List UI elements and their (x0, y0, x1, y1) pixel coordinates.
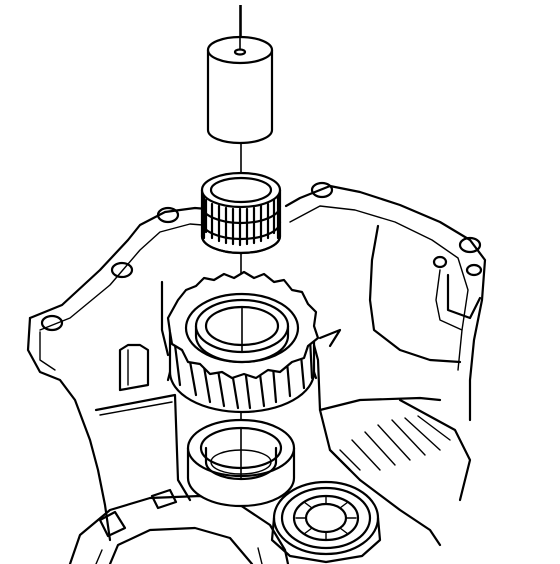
needle-bearing-icon (200, 171, 282, 255)
installer-tool-icon (206, 5, 274, 145)
thrust-bearing-race-icon (186, 418, 296, 508)
splined-bearing-icon (270, 480, 382, 564)
transmission-case-icon (26, 181, 487, 564)
gear-icon (166, 270, 320, 414)
